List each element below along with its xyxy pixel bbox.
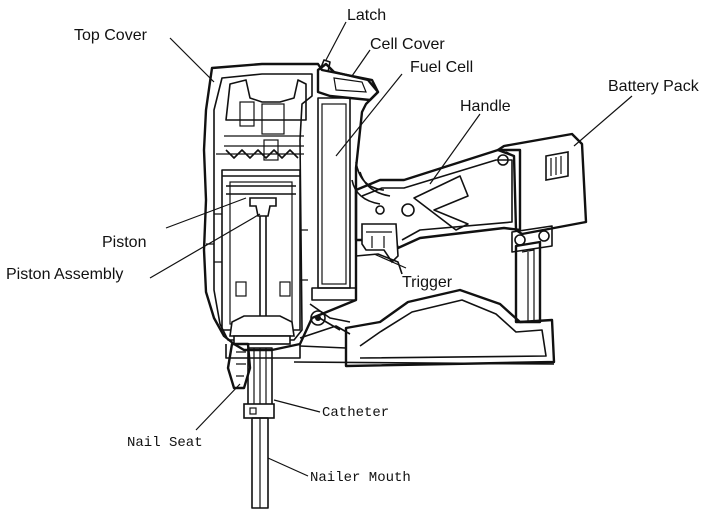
piston-head bbox=[249, 197, 277, 217]
leader-latch bbox=[325, 21, 347, 61]
top-cover-slot-2 bbox=[261, 103, 285, 135]
label-handle: Handle bbox=[460, 98, 511, 115]
leader-lines bbox=[149, 21, 633, 477]
fuel-cell-base bbox=[311, 287, 357, 301]
handle-grip-chevron bbox=[413, 175, 469, 231]
handle-screw-2 bbox=[401, 203, 415, 217]
catheter-lines bbox=[253, 348, 267, 412]
handle-cable bbox=[351, 161, 391, 205]
handle-screw-1 bbox=[375, 205, 385, 215]
top-cover-shape bbox=[225, 79, 307, 121]
battery-clamp-bolt-2 bbox=[538, 230, 550, 242]
label-piston-assembly: Piston Assembly bbox=[6, 266, 123, 283]
nail-seat-lines bbox=[236, 351, 246, 377]
cell-cover-inner bbox=[333, 77, 367, 93]
battery-screw bbox=[497, 154, 509, 166]
top-cover-slot-1 bbox=[239, 101, 255, 127]
leader-fuel-cell bbox=[335, 73, 403, 157]
battery-pack-body bbox=[496, 132, 588, 236]
top-cover-slot-3 bbox=[263, 139, 279, 161]
cylinder-ribs bbox=[206, 213, 308, 281]
magazine-lower-rail bbox=[293, 345, 555, 365]
piston-rod bbox=[259, 216, 267, 316]
body-inner-shell bbox=[213, 73, 313, 341]
battery-pack-edge bbox=[505, 151, 515, 157]
catheter-clamp-tab bbox=[249, 407, 257, 415]
latch-shape bbox=[319, 59, 331, 73]
leader-nail-seat bbox=[195, 383, 241, 431]
label-nail-seat: Nail Seat bbox=[127, 435, 203, 451]
leader-trigger bbox=[373, 253, 407, 269]
magazine-base bbox=[344, 288, 556, 368]
nailer-illustration bbox=[202, 59, 588, 509]
label-battery-pack: Battery Pack bbox=[608, 78, 700, 95]
cylinder-clip-right bbox=[279, 281, 291, 297]
handle-inner bbox=[361, 159, 513, 241]
trigger-guard bbox=[355, 253, 403, 275]
bumper bbox=[229, 315, 295, 337]
base-strip bbox=[225, 344, 301, 359]
catheter-clamp bbox=[243, 403, 275, 419]
leader-piston-assembly bbox=[149, 213, 261, 279]
pivot-outer bbox=[310, 310, 326, 326]
battery-clamp-bolt-1 bbox=[514, 234, 526, 246]
leader-handle bbox=[429, 113, 481, 185]
leader-battery-pack bbox=[573, 95, 633, 147]
label-cell-cover: Cell Cover bbox=[370, 36, 445, 53]
leader-nailer-mouth bbox=[267, 457, 309, 477]
leader-cell-cover bbox=[351, 49, 371, 77]
trigger-detail bbox=[366, 231, 392, 248]
labels: Latch Top Cover Cell Cover Fuel Cell Bat… bbox=[6, 7, 700, 486]
battery-release-button bbox=[545, 151, 569, 181]
label-fuel-cell: Fuel Cell bbox=[410, 59, 473, 76]
label-catheter: Catheter bbox=[322, 405, 389, 421]
nail-seat-block bbox=[226, 342, 252, 390]
label-nailer-mouth: Nailer Mouth bbox=[310, 470, 411, 486]
rear-support bbox=[514, 240, 542, 324]
fan-blade bbox=[225, 149, 299, 159]
trigger-body bbox=[361, 223, 399, 264]
label-trigger: Trigger bbox=[402, 274, 453, 291]
bumper-base bbox=[233, 335, 291, 345]
fuel-cell-inner bbox=[321, 103, 347, 285]
label-top-cover: Top Cover bbox=[74, 27, 148, 44]
cell-cover bbox=[316, 62, 380, 102]
battery-release-lines bbox=[550, 156, 562, 176]
battery-clamp bbox=[511, 225, 553, 253]
rear-support-inner bbox=[521, 249, 535, 322]
leader-piston bbox=[165, 197, 247, 229]
fuel-cell-body bbox=[317, 97, 351, 289]
label-latch: Latch bbox=[347, 7, 386, 24]
leader-catheter bbox=[273, 399, 321, 413]
cylinder-cap bbox=[222, 175, 300, 195]
leader-top-cover bbox=[169, 37, 215, 83]
pivot-inner bbox=[315, 315, 321, 321]
magazine-inner bbox=[359, 299, 547, 359]
cylinder-clip-left bbox=[235, 281, 247, 297]
label-piston: Piston bbox=[102, 234, 146, 251]
